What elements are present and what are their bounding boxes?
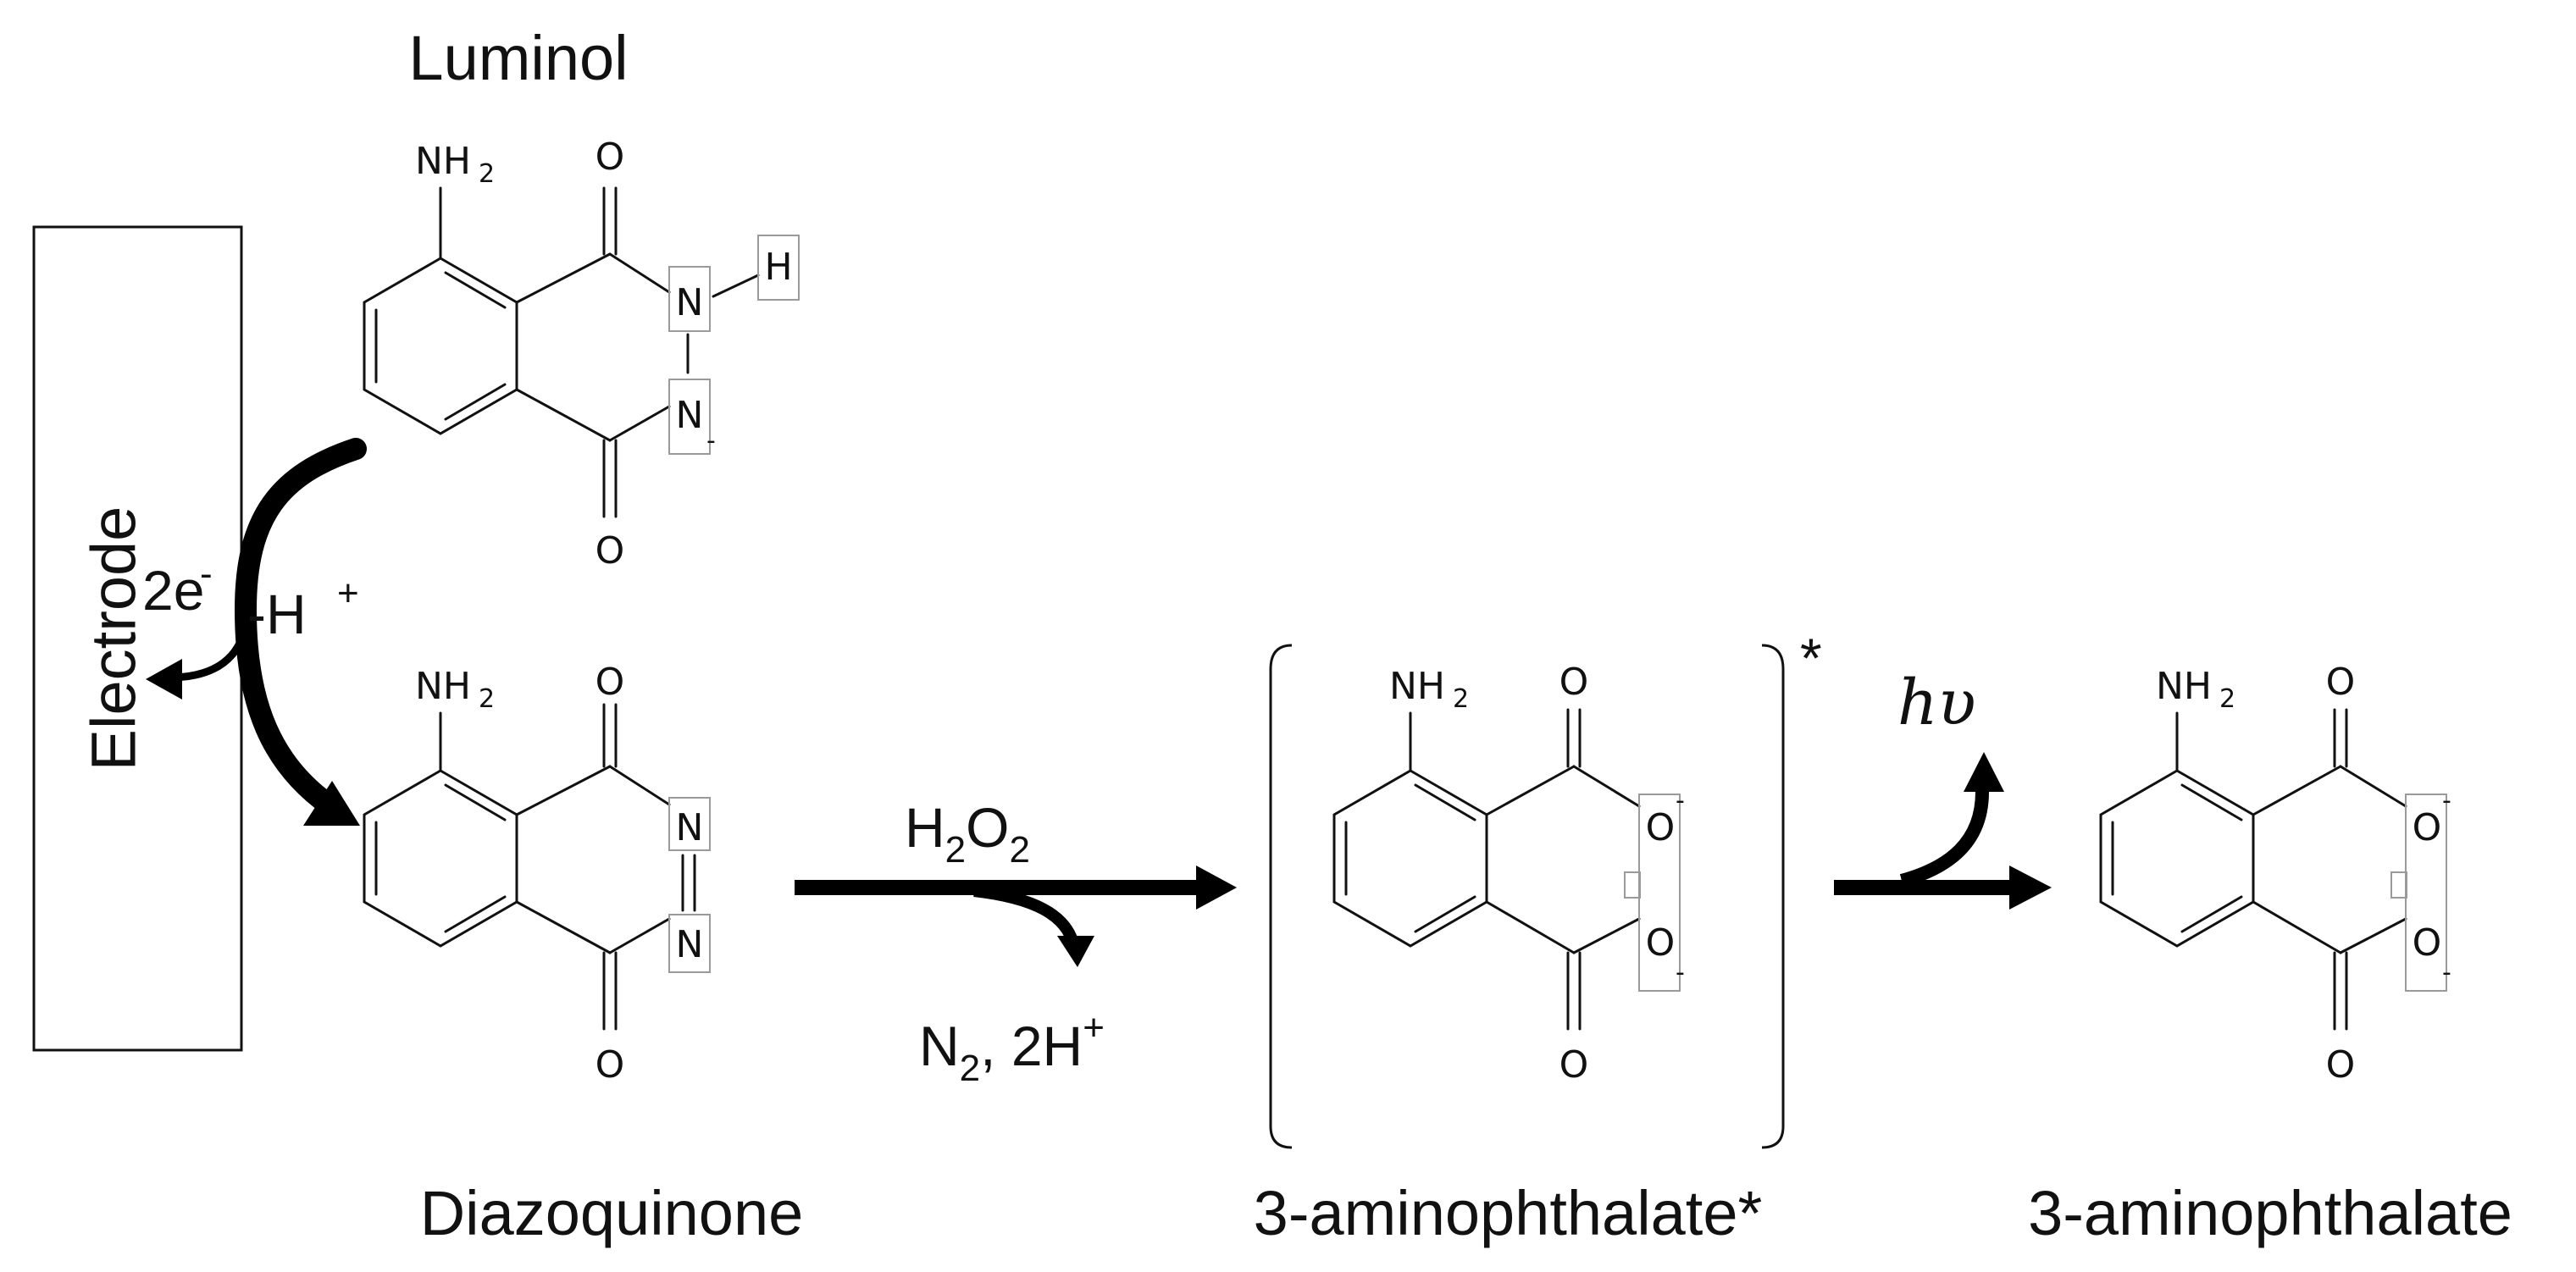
atom-nh: NH <box>1389 665 1445 708</box>
atom-sub: 2 <box>2219 684 2235 714</box>
atom-o: O <box>596 135 625 179</box>
excited-star: * <box>1800 627 1822 689</box>
atom-minus: - <box>706 426 716 456</box>
excited-aminophthalate-label: 3-aminophthalate* <box>1254 1178 1763 1248</box>
aminophthalate-label: 3-aminophthalate <box>2028 1178 2512 1248</box>
oxidation-curved-arrow: 2e - -H + <box>142 438 367 826</box>
atom-sub: 2 <box>479 159 495 189</box>
atom-minus: - <box>1676 958 1685 987</box>
atom-o: O <box>2326 1043 2356 1087</box>
atom-o: O <box>596 661 625 704</box>
atom-o: O <box>1559 661 1589 704</box>
diazoquinone-molecule: NH 2 O N N O <box>363 661 711 1087</box>
aminophthalate-molecule: NH 2 O O - O - O <box>2099 661 2451 1087</box>
atom-nh: NH <box>415 140 471 183</box>
atom-minus: - <box>2442 958 2451 987</box>
electrode-label: Electrode <box>79 506 149 771</box>
atom-o: O <box>596 1043 625 1087</box>
luminol-molecule: NH 2 O N N - H O <box>363 135 800 572</box>
atom-n: N <box>676 394 704 437</box>
atom-o: O <box>1646 806 1676 849</box>
atom-n: N <box>676 281 704 324</box>
excited-aminophthalate-molecule: * NH 2 O O - O - O <box>1269 627 1822 1149</box>
light-emission-arrow: hυ <box>1834 666 2052 910</box>
byproducts-label: N2, 2H+ <box>919 1007 1105 1089</box>
atom-nh: NH <box>2156 665 2212 708</box>
atom-sub: 2 <box>1453 684 1469 714</box>
atom-o: O <box>2413 921 2442 965</box>
atom-o: O <box>1646 921 1676 965</box>
atom-o: O <box>2413 806 2442 849</box>
atom-o: O <box>1559 1043 1589 1087</box>
right-bracket <box>1761 644 1785 1149</box>
atom-sub: 2 <box>479 684 495 714</box>
atom-n: N <box>676 923 704 966</box>
diazoquinone-label: Diazoquinone <box>420 1178 804 1248</box>
electrons-charge: - <box>200 553 213 595</box>
proton-loss-charge: + <box>337 572 359 614</box>
atom-n: N <box>676 806 704 849</box>
luminol-label: Luminol <box>408 23 628 93</box>
electrons-label: 2e <box>142 559 204 622</box>
photon-label: hυ <box>1897 666 1976 739</box>
electrode: Electrode <box>32 225 243 1052</box>
peroxide-reaction-arrow: H2O2 N2, 2H+ <box>795 796 1237 1089</box>
proton-loss-label: -H <box>247 583 307 645</box>
atom-o: O <box>596 529 625 572</box>
atom-minus: - <box>2442 786 2451 816</box>
atom-minus: - <box>1676 786 1685 816</box>
atom-nh: NH <box>415 665 471 708</box>
left-bracket <box>1269 644 1293 1149</box>
atom-h: H <box>764 246 792 289</box>
atom-o: O <box>2326 661 2356 704</box>
h2o2-label: H2O2 <box>905 796 1030 871</box>
